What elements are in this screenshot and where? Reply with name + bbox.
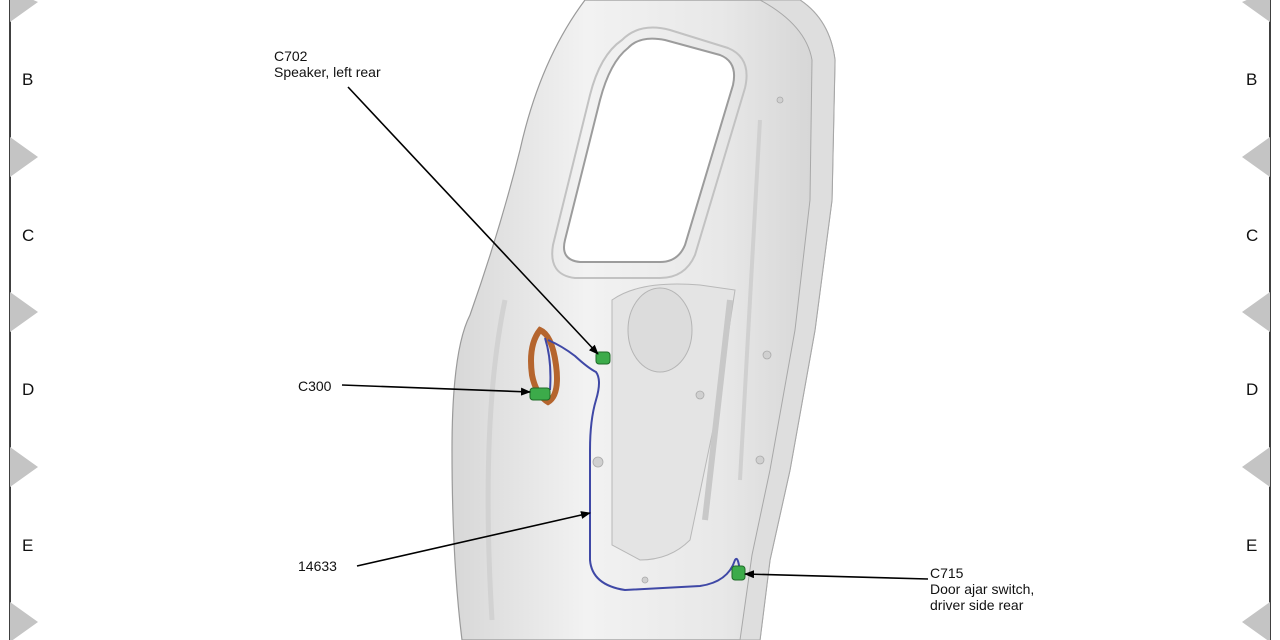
- window-frame-inner: [551, 26, 748, 279]
- zone-label-left-d: D: [22, 380, 35, 399]
- border-marker: [1242, 292, 1270, 332]
- border-marker: [1242, 602, 1270, 640]
- leader-arrow-c715: [744, 570, 929, 580]
- edge-rib: [485, 299, 508, 621]
- vertical-rib: [738, 119, 762, 481]
- zone-label-right-b: B: [1246, 70, 1258, 89]
- door-right-flange: [739, 0, 836, 640]
- speaker-recess: [627, 287, 693, 373]
- zone-label-right-c: C: [1246, 226, 1259, 245]
- panel-holes: [592, 96, 784, 584]
- panel-hole: [695, 390, 705, 400]
- border-marker: [10, 292, 38, 332]
- callout-14633-code: 14633: [298, 558, 337, 574]
- connector-c715: [731, 565, 746, 581]
- border-marker: [10, 0, 38, 22]
- zone-label-left-c: C: [22, 226, 35, 245]
- border-marker: [1242, 447, 1270, 487]
- leader-arrow-c300: [341, 384, 531, 396]
- right-border-markers: [1242, 0, 1270, 640]
- callout-c715-desc-line2: driver side rear: [930, 597, 1024, 613]
- left-border-markers: [10, 0, 38, 640]
- zone-label-right-d: D: [1246, 380, 1259, 399]
- zone-label-left-b: B: [22, 70, 34, 89]
- connector-c300: [529, 387, 551, 401]
- border-marker: [1242, 0, 1270, 22]
- panel-hole: [755, 455, 765, 465]
- callout-c715-code: C715: [930, 565, 964, 581]
- callout-c715-desc-line1: Door ajar switch,: [930, 581, 1035, 597]
- callout-c300-code: C300: [298, 378, 332, 394]
- rear-door-panel: [451, 0, 836, 640]
- door-handle-bracket: [528, 326, 560, 406]
- zone-label-right-e: E: [1246, 536, 1258, 555]
- window-opening: [563, 37, 736, 263]
- wiring-harness-14633: [547, 339, 741, 592]
- border-marker: [10, 447, 38, 487]
- callout-c702-desc: Speaker, left rear: [274, 64, 381, 80]
- panel-hole: [592, 456, 604, 468]
- connector-c702: [595, 351, 611, 365]
- leader-arrow-14633: [356, 511, 591, 567]
- zone-label-left-e: E: [22, 536, 34, 555]
- panel-hole: [641, 576, 649, 584]
- panel-hole: [776, 96, 784, 104]
- vertical-rib: [702, 299, 733, 521]
- callout-c702-code: C702: [274, 48, 308, 64]
- border-marker: [10, 602, 38, 640]
- border-marker: [10, 137, 38, 177]
- panel-hole: [762, 350, 772, 360]
- border-marker: [1242, 137, 1270, 177]
- leader-arrow-c702: [347, 86, 599, 355]
